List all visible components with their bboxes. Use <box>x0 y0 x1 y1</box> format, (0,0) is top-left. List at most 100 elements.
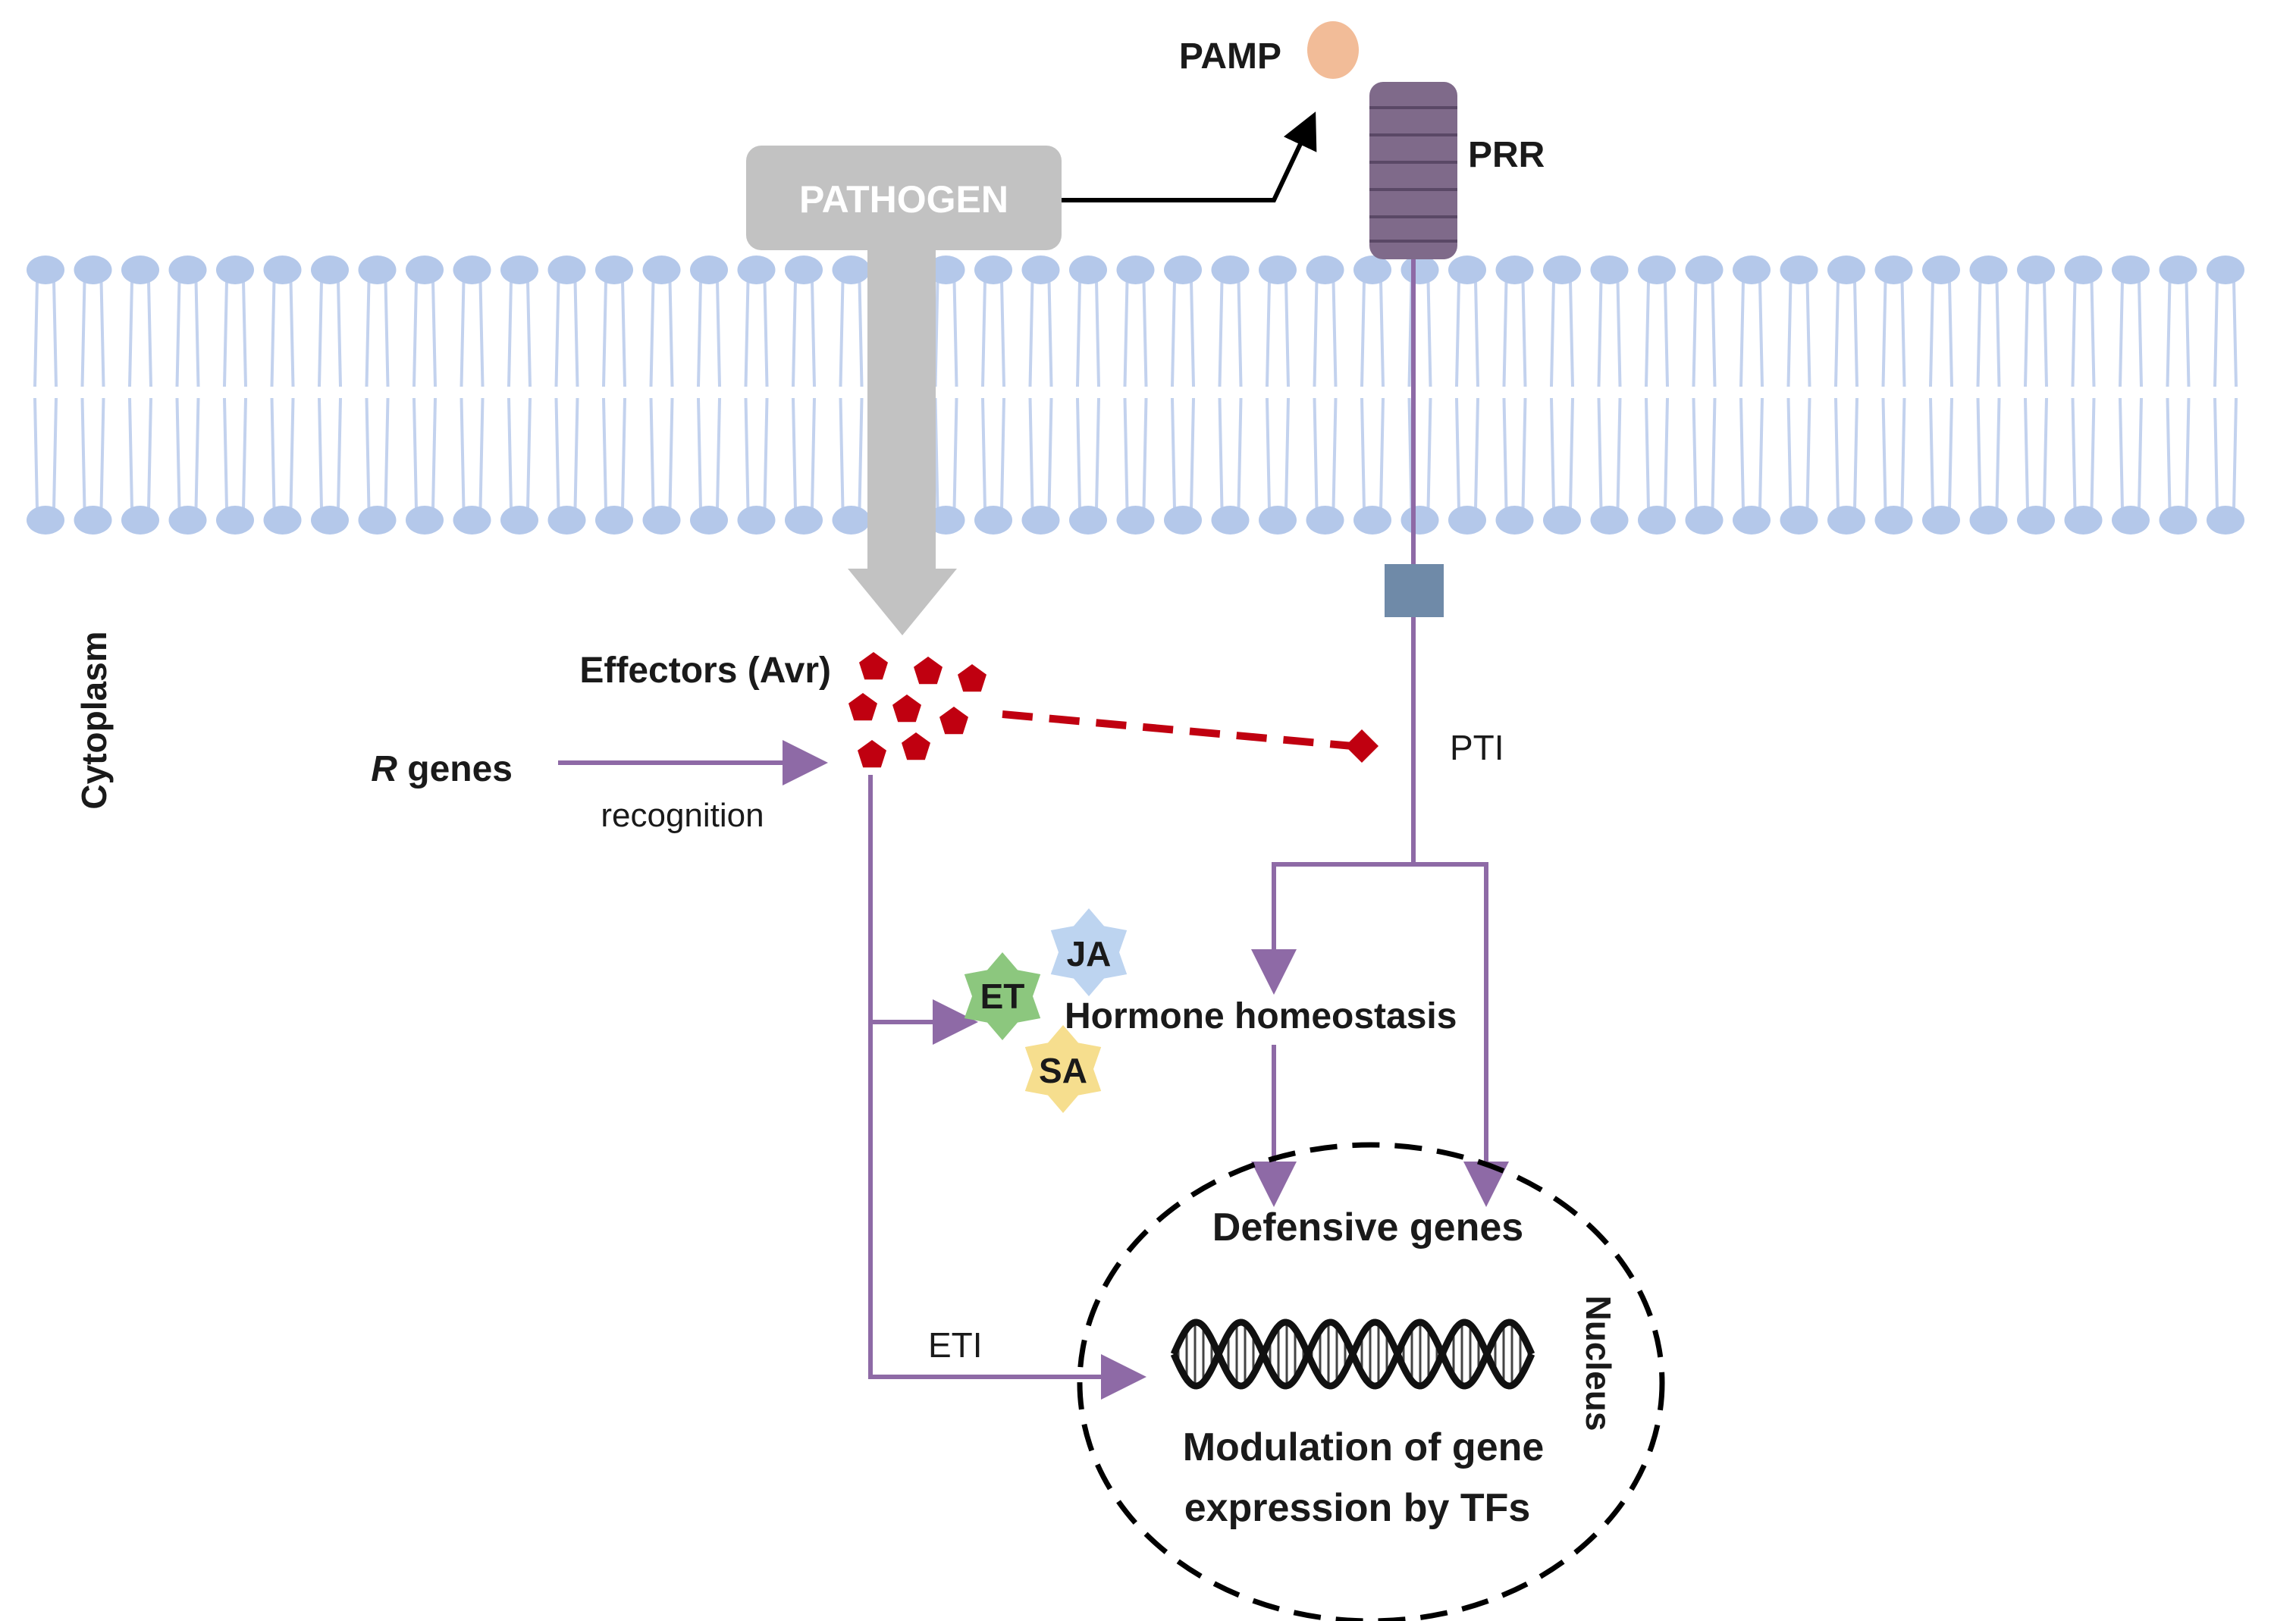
pamp-circle <box>1307 21 1359 79</box>
pathogen: PATHOGEN <box>746 146 1062 635</box>
r-genes-label: R genes <box>371 749 513 789</box>
lipid-bottom <box>1969 397 2008 535</box>
effector-pentagon <box>892 694 921 723</box>
lipid-top <box>1590 256 1629 387</box>
lipid-bottom <box>2207 397 2244 535</box>
defensive-genes-label: Defensive genes <box>1212 1206 1523 1249</box>
lipid-top <box>690 256 728 387</box>
lipid-bottom <box>1780 397 1818 535</box>
pathogen-arrow-shaft <box>867 250 936 569</box>
lipid-bottom <box>1590 397 1629 535</box>
effector-pentagon <box>902 732 930 760</box>
effector-pentagon <box>958 664 986 692</box>
lipid-top <box>1116 256 1155 387</box>
effectors-label: Effectors (Avr) <box>579 651 831 691</box>
lipid-bottom <box>1638 397 1676 535</box>
lipid-bottom <box>595 397 633 535</box>
pathogen-label: PATHOGEN <box>799 178 1008 221</box>
pti-to-nucleus-arrow <box>1413 862 1509 1207</box>
nucleus-boundary <box>1077 1142 1665 1621</box>
lipid-bottom <box>1685 397 1724 535</box>
r-genes-italic: R <box>371 749 397 789</box>
sa-star <box>1024 1025 1102 1113</box>
lipid-top <box>737 256 776 387</box>
lipid-bottom <box>168 397 207 535</box>
lipid-bottom <box>216 397 254 535</box>
lipid-top <box>1353 256 1391 387</box>
et-star <box>964 952 1041 1040</box>
lipid-top <box>1259 256 1297 387</box>
lipid-bottom <box>1448 397 1486 535</box>
lipid-bottom <box>1874 397 1913 535</box>
nucleus-label: Nucleus <box>1579 1296 1618 1431</box>
pathogen-arrow-head <box>848 569 957 635</box>
ja-label: JA <box>1067 934 1112 974</box>
pti-label: PTI <box>1450 728 1504 767</box>
lipid-top <box>1685 256 1724 387</box>
lipid-top <box>311 256 349 387</box>
lipid-top <box>1495 256 1534 387</box>
lipid-top <box>1638 256 1676 387</box>
effector-pentagon <box>939 707 968 735</box>
lipid-top <box>974 256 1012 387</box>
effector-suppression-line <box>1002 710 1353 750</box>
lipid-bottom <box>1306 397 1344 535</box>
cytoplasm-label: Cytoplasm <box>74 631 114 809</box>
lipid-bottom <box>1116 397 1155 535</box>
lipid-top <box>2207 256 2244 387</box>
lipid-top <box>2112 256 2150 387</box>
pamp-label: PAMP <box>1179 36 1281 77</box>
lipid-top <box>1448 256 1486 387</box>
prr-kinase-box <box>1385 564 1444 617</box>
lipid-bottom <box>2159 397 2197 535</box>
lipid-bottom <box>547 397 586 535</box>
dna-helix-icon <box>1170 1318 1535 1390</box>
lipid-top <box>2159 256 2197 387</box>
lipid-bottom <box>1353 397 1391 535</box>
r-genes-rest: genes <box>397 749 513 789</box>
pathogen-to-pamp-arrow <box>1062 111 1317 202</box>
lipid-bottom <box>690 397 728 535</box>
lipid-bottom <box>1021 397 1060 535</box>
effector-pentagon <box>858 740 886 768</box>
lipid-bottom <box>1211 397 1250 535</box>
effector-pentagon <box>859 652 888 680</box>
lipid-top <box>642 256 681 387</box>
lipid-top <box>547 256 586 387</box>
eti-label: ETI <box>928 1325 983 1365</box>
lipid-bottom <box>1259 397 1297 535</box>
eti-path-arrow <box>868 775 1146 1400</box>
lipid-top <box>358 256 397 387</box>
lipid-bottom <box>1400 397 1439 535</box>
lipid-top <box>1922 256 1960 387</box>
pti-to-hormone-arrow <box>1251 862 1413 995</box>
lipid-bottom <box>1495 397 1534 535</box>
lipid-bottom <box>1922 397 1960 535</box>
effector-suppression-end <box>1345 729 1379 763</box>
lipid-bottom <box>1733 397 1771 535</box>
lipid-bottom <box>737 397 776 535</box>
et-label: ET <box>980 977 1025 1016</box>
lipid-top <box>2064 256 2103 387</box>
lipid-top <box>1400 256 1439 387</box>
effector-pentagon <box>914 657 943 685</box>
lipid-top <box>785 256 823 387</box>
lipid-bottom <box>406 397 444 535</box>
lipid-bottom <box>500 397 538 535</box>
lipid-top <box>927 256 965 387</box>
lipid-bottom <box>263 397 302 535</box>
lipid-top <box>1164 256 1202 387</box>
lipid-top <box>1021 256 1060 387</box>
lipid-top <box>595 256 633 387</box>
modulation-line2: expression by TFs <box>1184 1486 1531 1530</box>
lipid-bottom <box>121 397 159 535</box>
lipid-bottom <box>1164 397 1202 535</box>
lipid-bottom <box>642 397 681 535</box>
recognition-label: recognition <box>601 797 764 834</box>
pathogen-box <box>746 146 1062 250</box>
lipid-top <box>1069 256 1107 387</box>
lipid-top <box>121 256 159 387</box>
modulation-line1: Modulation of gene <box>1183 1425 1545 1469</box>
ja-star <box>1050 908 1128 996</box>
